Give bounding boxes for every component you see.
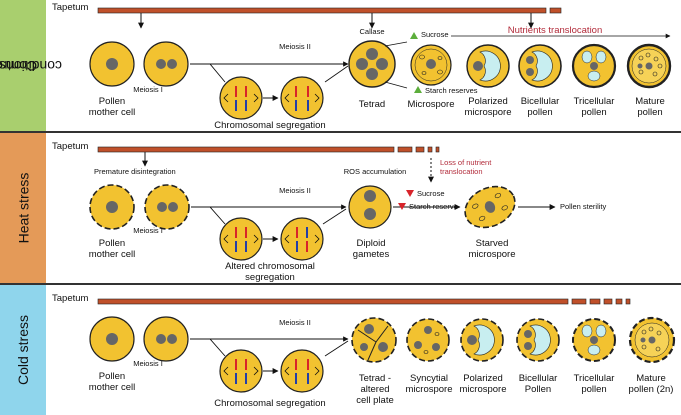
cold-branch-down	[190, 338, 226, 357]
heat-diploid-gamete-cell	[348, 185, 392, 229]
control-panel: Controlconditions	[0, 0, 681, 131]
control-side-band: Controlconditions	[0, 0, 63, 131]
heat-panel: Heat stress	[0, 133, 681, 283]
cold-meiosis1-label: Meiosis I	[133, 359, 163, 368]
heat-tapetum-bar	[97, 146, 440, 153]
heat-pmc-cell-1	[89, 184, 135, 230]
cold-chromosome-cell-1	[219, 349, 263, 393]
cold-tapetum-label: Tapetum	[52, 293, 89, 304]
heat-ros-label: ROS accumulation	[343, 167, 407, 176]
cold-bicellular-pollen-cell	[516, 318, 560, 362]
heat-branch-up	[322, 208, 347, 225]
control-chromosome-cell-2	[280, 76, 324, 120]
cold-pmc-cell-1	[89, 316, 135, 362]
control-tetrad-line-up	[384, 41, 408, 47]
cold-chrom-seg-label: Chromosomal segregation	[214, 398, 326, 409]
heat-starved-microspore-cell	[464, 185, 516, 229]
cold-branch-up	[324, 340, 349, 357]
control-starch-up-icon	[414, 86, 422, 93]
control-tapetum-bar	[97, 7, 562, 14]
heat-pmc-cell-2	[144, 184, 190, 230]
heat-meiosis2-label: Meiosis II	[279, 186, 311, 195]
control-tetrad-line-down	[384, 81, 408, 89]
control-chrom-seg-label: Chromosomal segregation	[214, 120, 326, 131]
heat-branch-down	[191, 206, 226, 225]
control-pmc-cell-2	[143, 41, 189, 87]
cold-tricellular-pollen-cell	[572, 318, 616, 362]
control-branch-down	[190, 63, 226, 83]
control-microspore-label: Microspore	[407, 99, 455, 110]
cold-tapetum-bar	[97, 298, 631, 305]
heat-premature-label: Premature disintegration	[94, 167, 176, 176]
control-tetrad-cell	[348, 40, 396, 88]
heat-chromosome-cell-2	[280, 217, 324, 261]
cold-polarized-microspore-cell	[460, 318, 504, 362]
cold-syncytial-microspore-cell	[406, 318, 450, 362]
divider-1	[0, 131, 681, 133]
control-tetrad-label: Tetrad	[358, 99, 386, 110]
control-tricellular-pollen-cell	[571, 43, 617, 89]
heat-starch-label: Starch reserve	[409, 202, 458, 211]
control-polarized-microspore-cell	[466, 44, 510, 88]
control-sucrose-label: Sucrose	[421, 30, 449, 39]
control-mature-pollen-cell	[626, 43, 672, 89]
cold-tetrad-altered-cell	[351, 317, 397, 363]
control-sucrose-up-icon	[410, 32, 418, 39]
control-chromosome-cell-1	[219, 76, 263, 120]
heat-side-band: Heat stress	[0, 133, 46, 283]
cold-panel: Cold stress	[0, 285, 681, 415]
control-branch-up	[324, 65, 349, 83]
control-bicellular-pollen-cell	[518, 44, 562, 88]
heat-sucrose-label: Sucrose	[417, 189, 445, 198]
heat-chromosome-cell-1	[219, 217, 263, 261]
control-microspore-cell	[410, 44, 452, 86]
control-meiosis2-label: Meiosis II	[279, 42, 311, 51]
heat-sucrose-down-icon	[406, 190, 414, 197]
control-tapetum-label: Tapetum	[52, 2, 89, 13]
cold-meiosis2-label: Meiosis II	[279, 318, 311, 327]
control-meiosis1-label: Meiosis I	[133, 85, 163, 94]
control-pmc-cell-1	[89, 41, 135, 87]
heat-starch-down-icon	[398, 203, 406, 210]
divider-2	[0, 283, 681, 285]
cold-chromosome-cell-2	[280, 349, 324, 393]
cold-mature-pollen-cell	[628, 316, 676, 364]
heat-tapetum-label: Tapetum	[52, 141, 89, 152]
control-callase-label: Callase	[359, 27, 385, 36]
control-nutrients-label: Nutrients translocation	[507, 25, 603, 36]
control-starch-label: Starch reserves	[425, 86, 478, 95]
cold-pmc-cell-2	[143, 316, 189, 362]
heat-sterility-label: Pollen sterility	[560, 202, 607, 211]
cold-side-band: Cold stress	[0, 285, 46, 415]
heat-meiosis1-label: Meiosis I	[133, 226, 163, 235]
